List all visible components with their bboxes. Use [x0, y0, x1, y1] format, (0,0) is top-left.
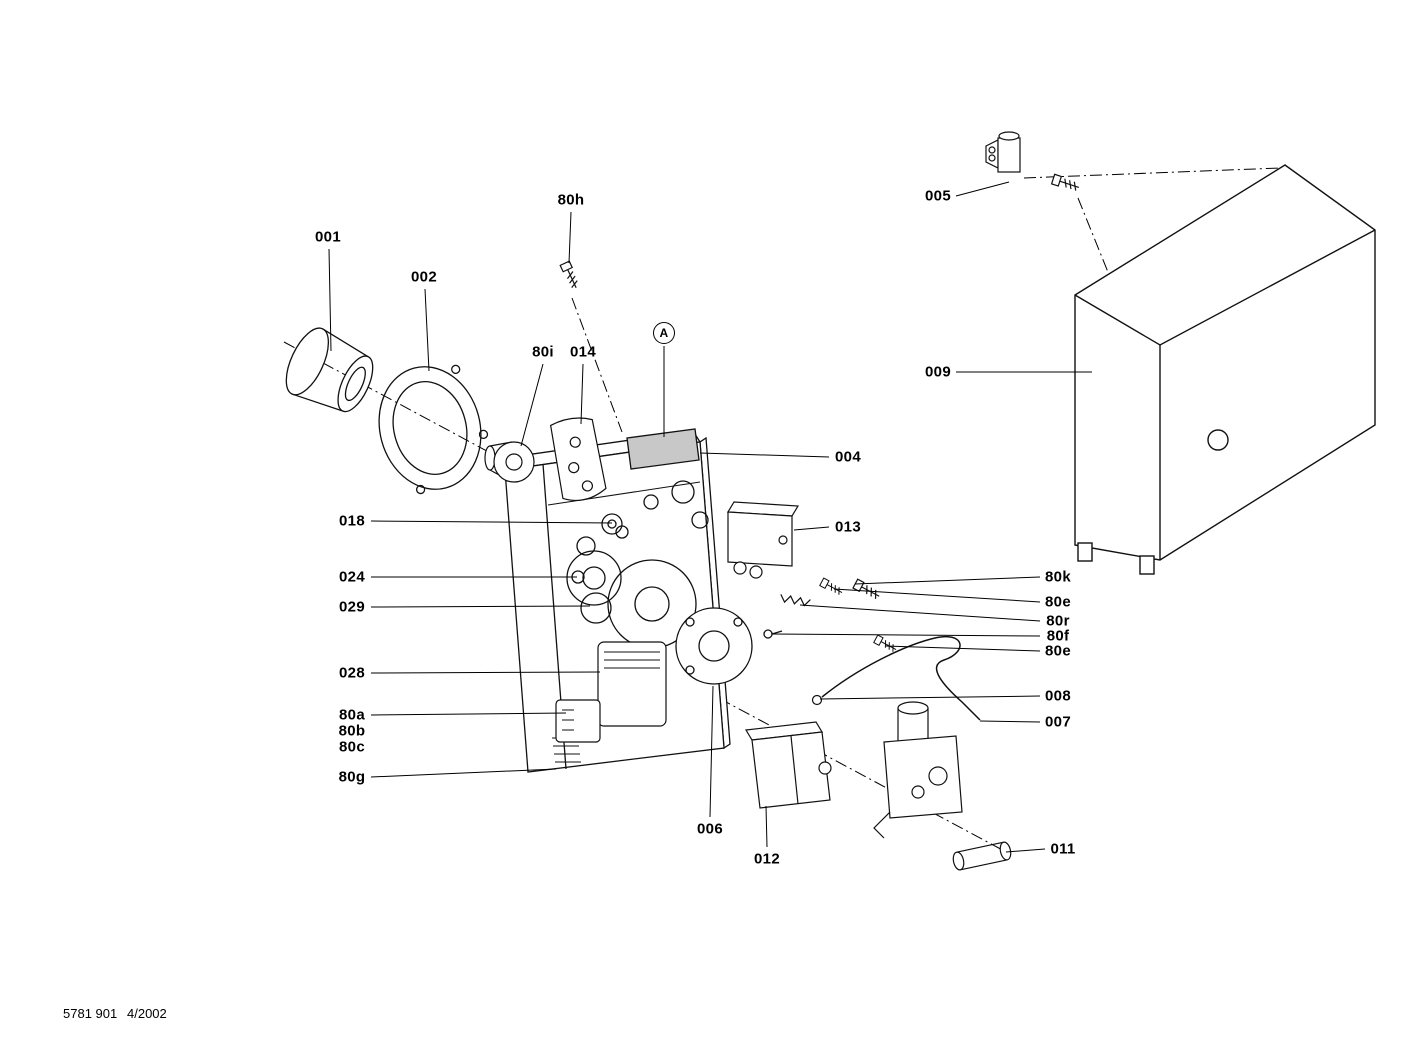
leader-line-80f	[771, 633, 1041, 637]
blast-tube-001	[285, 327, 374, 413]
leader-line-80k	[854, 576, 1041, 585]
leader-line-012	[765, 805, 768, 848]
leader-line-80i	[520, 363, 544, 447]
ignition-unit-028	[555, 641, 667, 743]
part-label-80g: 80g	[338, 768, 366, 786]
leader-line-80g	[370, 768, 557, 778]
burner-cover-009	[1074, 164, 1376, 575]
leader-line-001	[328, 248, 332, 352]
part-label-002: 002	[411, 268, 437, 286]
document-date: 4/2002	[127, 1006, 167, 1021]
part-label-028: 028	[339, 664, 365, 682]
part-label-80e: 80e	[1045, 593, 1071, 611]
part-label-024: 024	[339, 568, 365, 586]
leader-line-005	[955, 181, 1010, 197]
control-unit-012	[745, 721, 832, 809]
leader-line-008	[819, 695, 1041, 700]
rating-plate	[626, 428, 700, 470]
part-label-014: 014	[570, 343, 596, 361]
leader-line-80r	[799, 604, 1041, 622]
part-label-001: 001	[315, 228, 341, 246]
leader-line-80e	[885, 645, 1041, 652]
part-label-80h: 80h	[557, 191, 585, 209]
part-label-80k: 80k	[1045, 568, 1071, 586]
document-number: 5781 901	[63, 1006, 118, 1021]
part-label-007: 007	[1045, 713, 1071, 731]
part-label-80r: 80r	[1046, 612, 1070, 630]
part-label-013: 013	[835, 518, 861, 536]
part-label-018: 018	[339, 512, 365, 530]
hinge-005	[985, 131, 1021, 173]
leader-line-80e	[833, 588, 1041, 603]
cable-008	[811, 635, 981, 721]
nozzle-011	[952, 841, 1012, 871]
part-label-009: 009	[925, 363, 951, 381]
gasket-002	[378, 364, 489, 495]
part-label-80e: 80e	[1045, 642, 1071, 660]
leader-line-029	[370, 605, 591, 608]
leader-line-006	[709, 685, 714, 818]
part-label-80b: 80b	[338, 722, 366, 740]
part-label-80f: 80f	[1046, 627, 1070, 645]
leader-line-007	[979, 720, 1041, 723]
leader-line-80a	[370, 712, 567, 716]
part-label-012: 012	[754, 850, 780, 868]
leader-line-028	[370, 671, 601, 674]
part-label-80c: 80c	[339, 738, 365, 756]
leader-line-004	[699, 452, 830, 458]
part-label-80a: 80a	[339, 706, 365, 724]
leader-line-011	[1005, 848, 1046, 853]
part-label-004: 004	[835, 448, 861, 466]
flange-80i	[484, 441, 535, 483]
part-label-005: 005	[925, 187, 951, 205]
solenoid-valve-007	[873, 701, 963, 839]
control-box-013	[726, 501, 800, 579]
leader-line-013	[793, 526, 830, 531]
leader-line-80h	[568, 211, 572, 264]
leader-line-002	[424, 288, 430, 372]
part-label-80i: 80i	[532, 343, 554, 361]
leader-line-014	[580, 363, 584, 425]
leader-line-018	[370, 520, 613, 524]
part-label-011: 011	[1050, 840, 1076, 858]
part-label-008: 008	[1045, 687, 1071, 705]
mounting-plate-014	[549, 417, 607, 501]
part-label-029: 029	[339, 598, 365, 616]
pump-006	[675, 607, 783, 685]
part-label-006: 006	[697, 820, 723, 838]
part-label-A: A	[653, 322, 675, 344]
